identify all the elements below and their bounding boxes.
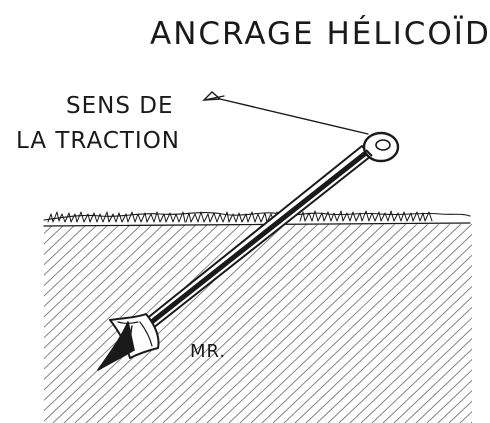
traction-label-line2: LA TRACTION <box>16 128 180 154</box>
ground-surface-line <box>43 210 471 227</box>
helical-plate <box>97 313 160 371</box>
anchor-eyelet <box>362 131 400 163</box>
diagram-title: ANCRAGE HÉLICOÏDAL <box>150 16 490 52</box>
traction-label-line1: SENS DE <box>66 93 174 119</box>
traction-arrow <box>202 91 369 135</box>
artist-signature: MR. <box>190 341 226 362</box>
traction-direction-label: SENS DE LA TRACTION <box>16 93 180 154</box>
